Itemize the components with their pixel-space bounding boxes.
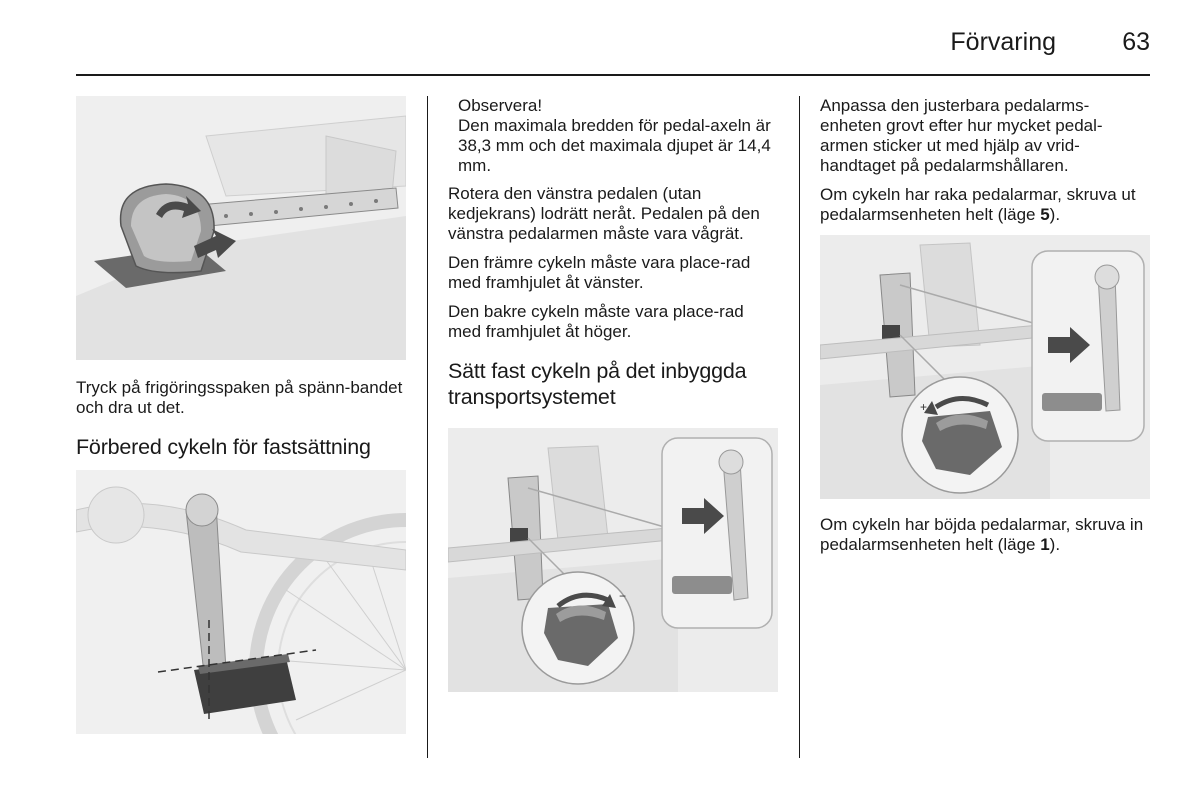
paragraph: Tryck på frigöringsspaken på spänn-bande… — [76, 378, 403, 417]
paragraph: Rotera den vänstra pedalen (utan kedjekr… — [448, 184, 760, 243]
section-title: Förvaring — [950, 28, 1056, 56]
paragraph-text: ). — [1049, 205, 1061, 224]
paragraph: Anpassa den justerbara pedalarms-enheten… — [820, 96, 1103, 175]
column-3: Anpassa den justerbara pedalarms-enheten… — [820, 96, 1150, 564]
paragraph-text: Om cykeln har raka pedalarmar, skruva ut… — [820, 185, 1136, 224]
paragraph: Den bakre cykeln måste vara place-rad me… — [448, 302, 744, 341]
column-2: Observera! Den maximala bredden för peda… — [448, 96, 778, 692]
paragraph-text: Om cykeln har böjda pedalarmar, skruva i… — [820, 515, 1144, 554]
column-divider — [427, 96, 428, 758]
paragraph: Om cykeln har raka pedalarmar, skruva ut… — [820, 185, 1150, 225]
plus-label: + — [920, 400, 927, 414]
strap-release-illustration — [76, 96, 406, 360]
page-header: Förvaring 63 — [76, 22, 1150, 76]
paragraph: Den främre cykeln måste vara place-rad m… — [448, 253, 751, 292]
position-number: 1 — [1040, 535, 1050, 554]
section-heading: Förbered cykeln för fastsättning — [76, 435, 371, 459]
position-number: 5 — [1040, 205, 1050, 224]
pedal-position-illustration — [76, 470, 406, 734]
pedal-arm-unscrew-illustration: + — [820, 235, 1150, 499]
paragraph-text: ). — [1049, 535, 1061, 554]
pedal-arm-adjust-illustration: − — [448, 428, 778, 692]
paragraph: Om cykeln har böjda pedalarmar, skruva i… — [820, 515, 1150, 555]
note-text: Den maximala bredden för pedal-axeln är … — [458, 116, 771, 175]
note-box: Observera! Den maximala bredden för peda… — [458, 96, 778, 176]
minus-label: − — [619, 589, 626, 603]
section-heading: Sätt fast cykeln på det inbyggda transpo… — [448, 359, 747, 409]
column-divider — [799, 96, 800, 758]
note-title: Observera! — [458, 96, 543, 115]
page-number: 63 — [1122, 28, 1150, 56]
column-1: Tryck på frigöringsspaken på spänn-bande… — [76, 96, 406, 734]
